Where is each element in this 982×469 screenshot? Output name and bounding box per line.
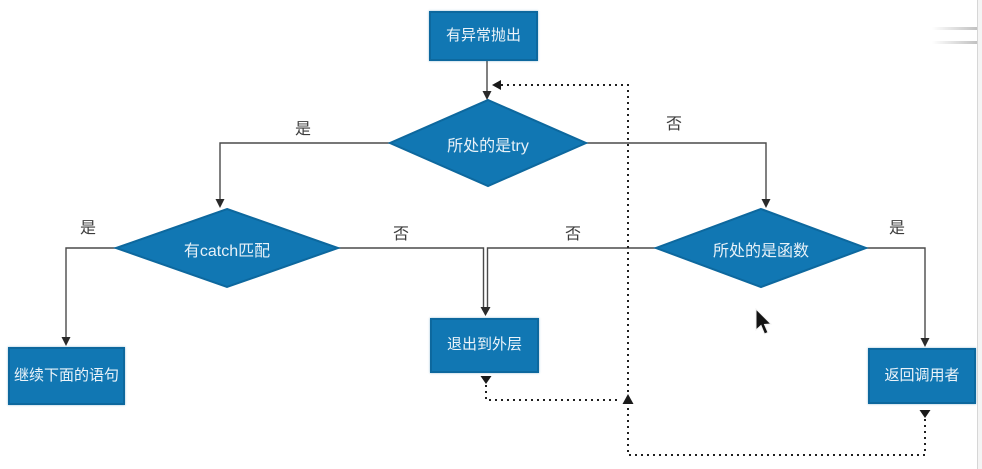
edge-label-try-yes: 是 (294, 121, 312, 138)
decision-try-shape (387, 98, 589, 188)
edge-label-catch-yes: 是 (79, 220, 97, 237)
arrowhead-return-loop-start (919, 410, 931, 418)
mouse-cursor-icon (755, 308, 773, 335)
edge-label-try-no: 否 (665, 116, 683, 133)
connector-try-yes-to-catch (219, 142, 390, 201)
arrowhead-loop-merge-up (622, 394, 634, 404)
connector-catch-yes-to-continue (65, 247, 116, 340)
node-exit-outer-label: 退出到外层 (446, 336, 522, 354)
arrowhead-exit-loop-start (480, 376, 492, 384)
node-return-caller: 返回调用者 (868, 348, 976, 404)
node-continue-statement-label: 继续下面的语句 (13, 366, 119, 384)
node-return-caller-label: 返回调用者 (884, 366, 960, 384)
arrowhead-into-return (920, 338, 930, 347)
arrowhead-into-catch (215, 199, 225, 208)
node-start: 有异常抛出 (429, 11, 538, 61)
decision-catch-shape (112, 207, 342, 289)
connector-try-no-to-function (586, 142, 767, 201)
arrowhead-into-continue (61, 337, 71, 346)
connector-function-no-to-exit (486, 247, 656, 309)
node-exit-outer: 退出到外层 (430, 318, 539, 373)
arrowhead-loop-into-line (492, 80, 501, 90)
edge-label-function-yes: 是 (888, 220, 906, 237)
arrowhead-into-function (761, 199, 771, 208)
connector-function-yes-to-return (866, 247, 926, 341)
connector-return-loop (501, 84, 926, 456)
edge-label-catch-no: 否 (392, 226, 410, 243)
node-continue-statement: 继续下面的语句 (8, 347, 125, 405)
decision-function-shape (653, 207, 869, 289)
arrowhead-into-try (482, 91, 492, 100)
node-start-label: 有异常抛出 (445, 26, 521, 44)
arrowhead-into-exit (480, 307, 491, 316)
edge-label-function-no: 否 (564, 226, 582, 243)
connector-catch-no-to-exit (338, 247, 485, 309)
connector-exit-loop (485, 385, 621, 401)
right-edge-artifact (977, 0, 982, 469)
artifact-streak-1 (932, 27, 982, 30)
artifact-streak-2 (932, 41, 982, 44)
